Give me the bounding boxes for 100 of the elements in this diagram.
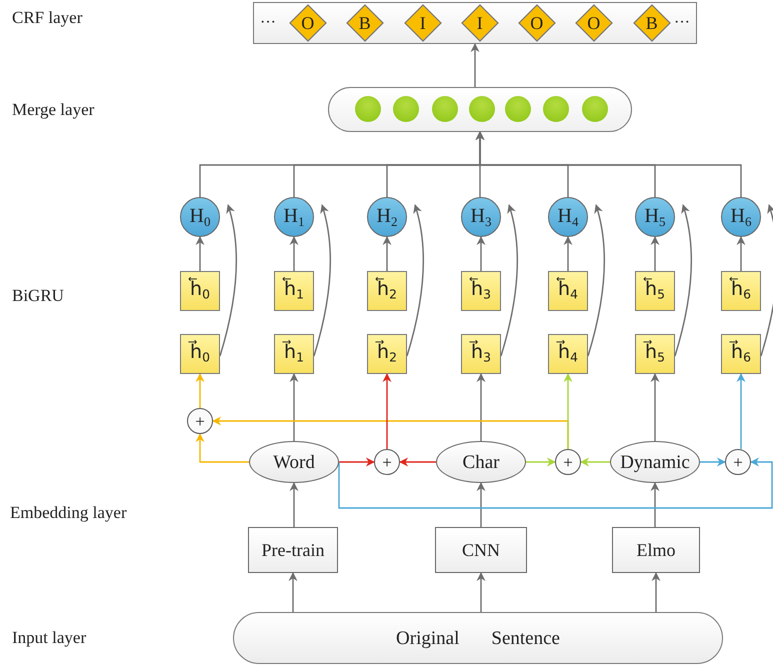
hidden-state-circle (461, 197, 501, 237)
sum-circle (725, 449, 751, 475)
tag-diamond (460, 4, 499, 42)
node-label: H$_{1}$ (284, 206, 304, 228)
arrow (288, 572, 298, 612)
embedding-ellipse (249, 441, 339, 483)
arrow (196, 236, 204, 271)
arrow (399, 458, 436, 466)
node-label: Dynamic (620, 452, 690, 472)
curved-arrow (760, 204, 773, 356)
sum-circle (555, 449, 581, 475)
node-label: H$_{3}$ (470, 206, 492, 228)
arrow (339, 458, 375, 466)
tag-diamond (346, 4, 384, 42)
plus-sign: + (195, 412, 205, 430)
hidden-state-circle (180, 197, 220, 237)
node-label: Char (462, 452, 500, 472)
arrow (290, 373, 298, 441)
node-label: H$_{4}$ (558, 206, 578, 228)
plus-sign: + (733, 454, 743, 470)
node-label: Sentence (491, 628, 560, 648)
ellipsis-text: ··· (260, 15, 276, 31)
node-label: Elmo (636, 541, 676, 559)
layer-label: Merge layer (12, 100, 94, 120)
merge-unit-circle (542, 96, 569, 122)
node-label: H$_{6}$ (730, 206, 752, 228)
tag-label: O (587, 14, 600, 32)
input-sentence-bar (233, 612, 723, 664)
tag-diamond (632, 4, 671, 42)
arrow (652, 572, 660, 612)
merge-unit-circle (354, 96, 381, 122)
tag-diamond (288, 4, 327, 42)
hidden-state-circle (274, 197, 314, 237)
plus-sign: + (563, 454, 573, 470)
tag-label: B (646, 14, 658, 32)
node-label: Pre-train (262, 541, 324, 559)
arrow (476, 572, 486, 612)
process-box (248, 527, 338, 573)
backward-state-box (274, 271, 314, 311)
arrow (650, 482, 660, 527)
tag-label: O (530, 14, 544, 32)
tag-label: O (301, 14, 314, 32)
tag-diamond (404, 4, 442, 42)
node-label: CNN (462, 541, 500, 559)
arrow (736, 236, 746, 271)
arrow (196, 433, 249, 463)
merge-bar (328, 87, 632, 132)
arrow (526, 458, 556, 466)
backward-state-box (180, 271, 220, 311)
sum-circle (374, 449, 400, 475)
arrow (736, 373, 746, 449)
tag-diamond (574, 4, 613, 42)
forward-state-box (635, 334, 675, 374)
hidden-state-circle (548, 197, 588, 237)
tag-label: I (420, 14, 426, 32)
node-label: H$_{5}$ (644, 206, 666, 228)
layer-label: Input layer (12, 628, 86, 648)
backward-state-box (461, 271, 501, 311)
curved-arrow (313, 204, 332, 356)
backward-state-box (367, 271, 407, 311)
curved-arrow (219, 204, 238, 356)
arrow (476, 373, 486, 441)
output-tag-bar (253, 2, 697, 44)
forward-state-box (721, 334, 761, 374)
node-label: Original (396, 628, 460, 648)
curved-arrow (500, 204, 518, 356)
process-box (435, 527, 527, 573)
forward-state-box (367, 334, 407, 374)
ellipsis-text: ··· (674, 15, 690, 31)
hidden-state-circle (721, 197, 761, 237)
forward-state-box (461, 334, 501, 374)
backward-state-box (721, 271, 761, 311)
curved-arrow (587, 204, 606, 356)
hidden-state-circle (635, 197, 675, 237)
arrow (470, 43, 480, 87)
forward-state-box (180, 334, 220, 374)
tag-diamond (518, 4, 556, 42)
arrow (564, 236, 572, 271)
merge-unit-circle (432, 96, 458, 122)
backward-state-box (635, 271, 675, 311)
arrow (476, 482, 486, 527)
tag-label: I (476, 14, 483, 32)
layer-label: CRF layer (12, 8, 82, 28)
process-box (612, 527, 700, 573)
node-label: H$_{2}$ (376, 206, 398, 228)
arrow (476, 131, 742, 197)
node-label: H$_{0}$ (190, 206, 210, 228)
arrow (700, 458, 726, 466)
backward-state-box (548, 271, 588, 311)
node-label: Word (273, 452, 315, 472)
tag-label: B (358, 14, 371, 32)
merge-unit-circle (392, 96, 419, 122)
arrow (382, 373, 392, 449)
arrow (650, 373, 660, 441)
arrow (382, 236, 392, 271)
forward-state-box (548, 334, 588, 374)
layer-label: Embedding layer (10, 503, 127, 523)
merge-unit-circle (582, 96, 608, 122)
curved-arrow (674, 204, 692, 356)
arrow (290, 482, 298, 527)
